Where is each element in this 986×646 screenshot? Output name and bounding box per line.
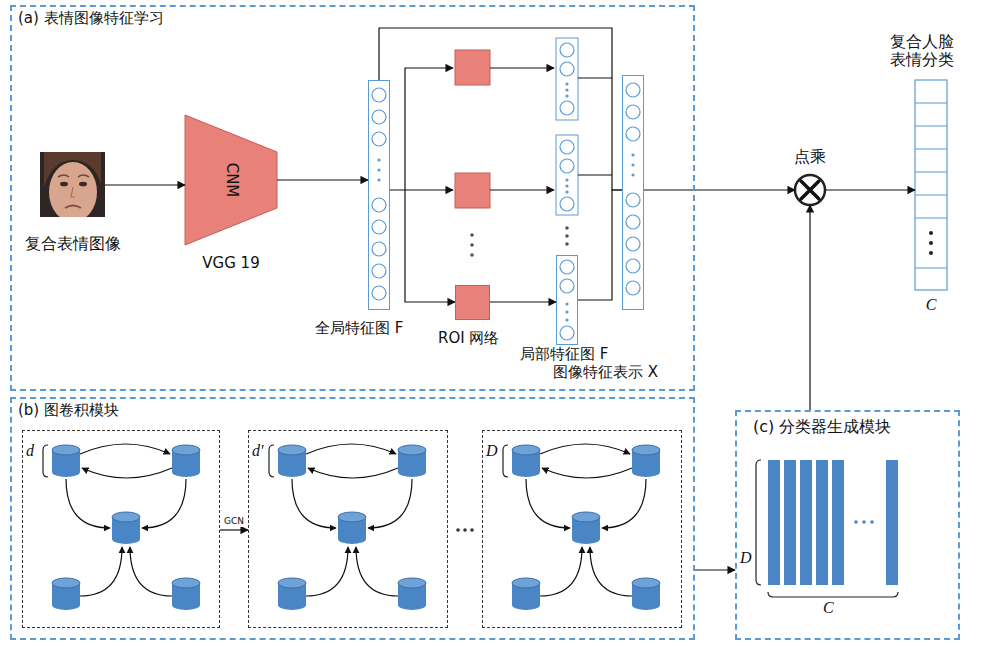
node-label: D: [740, 549, 752, 567]
graph-drawing: [43, 444, 200, 610]
connector-arrow: [825, 189, 915, 190]
connector-arrow: [578, 190, 622, 300]
ellipsis-dots: [470, 226, 569, 257]
feature-column: 全局特征图 F: [368, 80, 390, 310]
graph-panel: d': [248, 430, 448, 628]
feature-column: [556, 135, 578, 215]
section-title: (c) 分类器生成模块: [753, 418, 891, 436]
feature-column: 局部特征图 F: [556, 255, 578, 345]
node-label: 点乘: [794, 148, 826, 166]
node-label: 图像特征表示 X: [553, 364, 658, 381]
ellipsis-dots: [854, 520, 874, 524]
node-label: VGG 19: [202, 255, 259, 272]
roi-square: [455, 173, 490, 208]
node-label: 复合人脸 表情分类: [888, 33, 956, 70]
feature-circles: [372, 43, 640, 340]
connector-arrow: [809, 205, 810, 410]
node-label: d': [252, 442, 263, 460]
output-vector: 复合人脸 表情分类C: [915, 80, 947, 290]
node-label: CNM: [222, 163, 239, 198]
node-label: ROI 网络: [438, 330, 499, 347]
face-photo: [40, 152, 105, 217]
multiply-symbol: [795, 175, 825, 205]
graph-drawing: [269, 444, 426, 610]
bracket: [768, 592, 898, 597]
ellipsis-dots: [456, 528, 474, 532]
output-vector: [915, 80, 947, 290]
section-box: (c) 分类器生成模块 D C: [735, 410, 960, 640]
connector-arrow: [695, 569, 735, 570]
feature-column: 图像特征表示 X: [622, 75, 644, 310]
section-title: (b) 图卷积模块: [18, 402, 119, 419]
connector-arrow: [390, 190, 455, 302]
node-label: d: [26, 442, 34, 460]
cnn-block: CNMVGG 19: [185, 115, 277, 245]
roi-square: [455, 50, 490, 85]
feature-column: [556, 38, 578, 120]
connector-arrow: [220, 529, 248, 530]
graph-drawing: [503, 444, 660, 610]
connector-arrow: [277, 179, 368, 180]
connector-arrow: [379, 28, 622, 190]
node-label: 全局特征图 F: [315, 320, 403, 337]
branch-wires: [405, 68, 612, 190]
section-box: (b) 图卷积模块 d d' D: [10, 397, 695, 640]
graph-panel: D: [482, 430, 682, 628]
classifier-bars: [768, 460, 898, 585]
node-label: C: [823, 599, 834, 617]
ellipsis-dots: [377, 82, 634, 321]
multiply-node: 点乘: [795, 175, 825, 205]
node-label: D: [486, 442, 498, 460]
section-box: (a) 表情图像特征学习复合表情图像CNMVGG 19全局特征图 FROI 网络…: [10, 5, 695, 391]
edge-label: GCN: [223, 517, 245, 527]
connector-arrow: [490, 301, 556, 302]
connector-arrow: [105, 184, 185, 185]
graph-panel: d: [22, 430, 220, 628]
node-label: 局部特征图 F: [520, 346, 608, 363]
connector-arrow: [644, 189, 795, 190]
roi-square: ROI 网络: [455, 285, 490, 320]
face-image: 复合表情图像: [40, 152, 105, 217]
cnn-trapezoid: [185, 115, 277, 245]
node-label: 复合表情图像: [25, 235, 121, 253]
section-title: (a) 表情图像特征学习: [18, 10, 164, 27]
bracket: [756, 460, 761, 585]
node-label: C: [926, 296, 937, 314]
